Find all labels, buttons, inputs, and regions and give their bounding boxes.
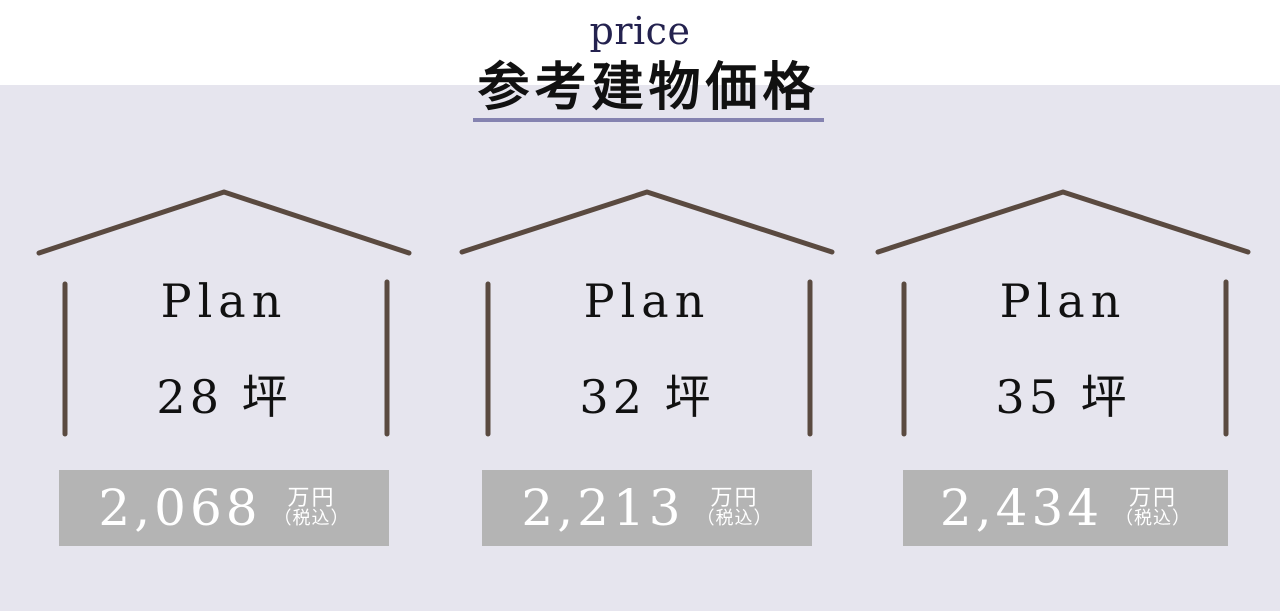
plan-label: Plan (583, 274, 711, 328)
house-outline-icon (36, 189, 412, 437)
price-unit-currency: 万円 (1129, 486, 1178, 511)
section-title-wrap: 参考建物価格 (473, 58, 824, 123)
plan-card-32: Plan 32 坪 2,213 万円 （税込） (459, 188, 835, 548)
price-unit: 万円 （税込） (697, 487, 773, 529)
price-unit-currency: 万円 (287, 486, 336, 511)
price-unit-tax: （税込） (273, 508, 350, 530)
price-box: 2,434 万円 （税込） (903, 470, 1228, 546)
house-outline-icon (875, 189, 1251, 437)
house-outline-icon (459, 189, 835, 437)
plan-label: Plan (999, 274, 1127, 328)
price-value: 2,434 (939, 479, 1104, 537)
price-unit-tax: （税込） (696, 508, 773, 530)
plan-card-28: Plan 28 坪 2,068 万円 （税込） (36, 188, 412, 548)
price-unit: 万円 （税込） (274, 487, 350, 529)
price-box: 2,068 万円 （税込） (59, 470, 389, 546)
section-title: 参考建物価格 (477, 57, 820, 118)
plan-label: Plan (160, 274, 288, 328)
title-underline (473, 118, 824, 122)
price-value: 2,068 (98, 479, 262, 537)
price-unit-tax: （税込） (1115, 508, 1192, 530)
plan-size: 32 坪 (579, 370, 715, 424)
plan-card-35: Plan 35 坪 2,434 万円 （税込） (875, 188, 1251, 548)
section-eyebrow: price (589, 9, 691, 53)
plan-size: 35 坪 (995, 370, 1131, 424)
price-box: 2,213 万円 （税込） (482, 470, 812, 546)
price-value: 2,213 (521, 479, 685, 537)
plan-size: 28 坪 (156, 370, 292, 424)
price-unit: 万円 （税込） (1115, 487, 1191, 529)
price-unit-currency: 万円 (710, 486, 759, 511)
